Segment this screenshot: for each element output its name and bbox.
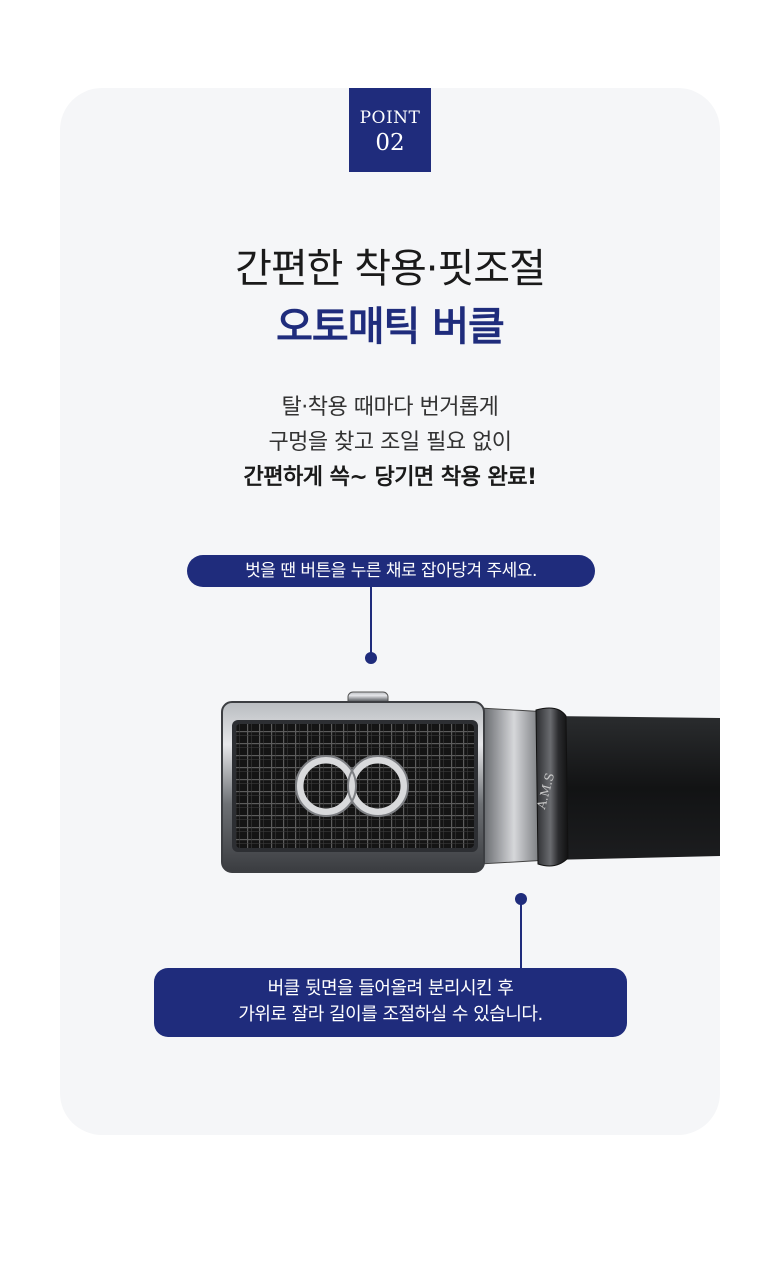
callout-bottom-dot [515, 893, 527, 905]
callout-release-button: 벗을 땐 버튼을 누른 채로 잡아당겨 주세요. [187, 555, 595, 587]
callout-bottom-line-2: 가위로 잘라 길이를 조절하실 수 있습니다. [238, 1004, 543, 1025]
callout-top-connector [370, 587, 372, 653]
callout-bottom-line-1: 버클 뒷면을 들어올려 분리시킨 후 [267, 978, 514, 999]
callout-bottom-connector [520, 900, 522, 968]
point-badge: POINT 02 [349, 88, 431, 172]
headline-accent: 오토매틱 버클 [276, 304, 505, 350]
headline-primary: 간편한 착용·핏조절 [235, 246, 546, 292]
callout-top-dot [365, 652, 377, 664]
description-line-1: 탈·착용 때마다 번거롭게 [281, 395, 499, 420]
point-label: POINT [359, 108, 421, 128]
point-number: 02 [375, 130, 405, 156]
content-card [60, 88, 720, 1135]
description-line-3: 간편하게 쓱~ 당기면 착용 완료! [243, 465, 537, 490]
belt-buckle-image: A.M.S [221, 691, 720, 873]
callout-length-adjust: 버클 뒷면을 들어올려 분리시킨 후 가위로 잘라 길이를 조절하실 수 있습니… [154, 968, 627, 1037]
description-line-2: 구멍을 찾고 조일 필요 없이 [268, 430, 512, 455]
